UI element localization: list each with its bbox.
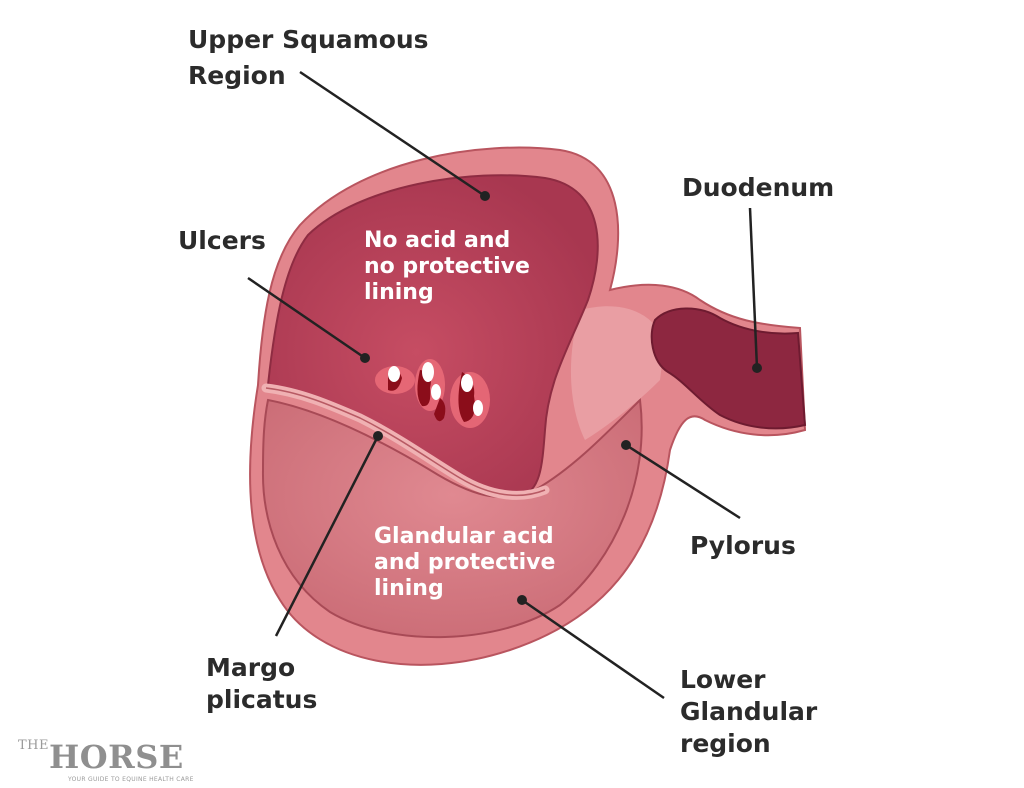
leader-lower [521,598,665,700]
label-upper-squamous-2: Region [188,61,286,90]
logo-tagline: YOUR GUIDE TO EQUINE HEALTH CARE [68,776,194,783]
dot-duodenum [752,363,762,373]
logo-name: HORSE [49,738,184,776]
margo-plicatus-ridge [261,383,550,500]
label-margo-1: Margo [206,653,296,682]
label-margo-2: plicatus [206,685,318,714]
leader-upper-squamous [299,70,486,198]
dot-margo [373,431,383,441]
squamous-text-2: no protective [364,254,530,279]
leader-pylorus [625,443,741,520]
logo-prefix: THE [18,738,49,753]
label-ulcers: Ulcers [178,226,266,255]
label-lower-2: Glandular [680,697,818,726]
glandular-text-1: Glandular acid [374,524,554,549]
label-pylorus: Pylorus [690,531,796,560]
dot-lower [517,595,527,605]
glandular-region [261,397,643,639]
leader-duodenum [748,207,759,369]
the-horse-logo: THEHORSE YOUR GUIDE TO EQUINE HEALTH CAR… [18,738,193,783]
leader-ulcers [247,276,366,360]
dot-upper-squamous [480,191,490,201]
label-lower-3: region [680,729,771,758]
squamous-text-1: No acid and [364,228,511,253]
glandular-text-2: and protective [374,550,556,575]
label-lower-1: Lower [680,665,766,694]
leader-margo [274,435,380,637]
label-duodenum: Duodenum [682,173,835,202]
ulcers-cluster [375,359,490,428]
glandular-text-3: lining [374,576,444,601]
dot-ulcers [360,353,370,363]
duodenum-shape [650,307,807,430]
label-upper-squamous-1: Upper Squamous [188,25,429,54]
squamous-text-3: lining [364,280,434,305]
leader-dots [360,191,762,605]
dot-pylorus [621,440,631,450]
leader-lines [247,70,759,700]
pyloric-channel [570,306,665,440]
